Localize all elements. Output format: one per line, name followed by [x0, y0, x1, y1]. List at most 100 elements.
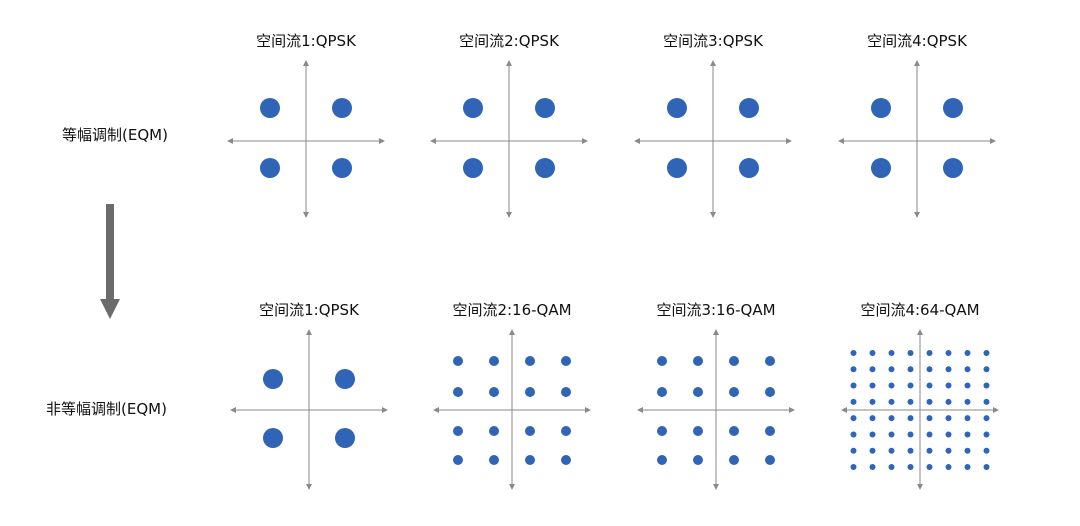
constellation-point-4-3	[888, 398, 895, 405]
constellation-point-1-2	[739, 98, 759, 118]
constellation-point-1-2	[332, 98, 352, 118]
constellation-point-2-4	[907, 366, 914, 373]
x-axis-arrow-right	[379, 138, 385, 144]
panel-title-r1-s2: 空间流2:QPSK	[459, 32, 559, 50]
constellation-point-4-4	[561, 455, 571, 465]
constellation-point-7-5	[926, 447, 933, 454]
constellation-point-3-4	[765, 426, 775, 436]
constellation-point-6-6	[945, 431, 952, 438]
constellation-point-1-1	[263, 369, 283, 389]
constellation-point-3-1	[657, 426, 667, 436]
constellation-point-3-3	[525, 426, 535, 436]
panel-title-r1-s1: 空间流1:QPSK	[256, 32, 356, 50]
constellation-point-4-2	[869, 398, 876, 405]
constellation-point-1-2	[943, 98, 963, 118]
constellation-point-3-6	[945, 382, 952, 389]
constellation-point-1-2	[693, 356, 703, 366]
constellation-point-5-5	[926, 415, 933, 422]
constellation-point-2-2	[693, 387, 703, 397]
constellation-point-8-5	[926, 464, 933, 471]
constellation-point-3-1	[850, 382, 857, 389]
constellation-point-5-3	[888, 415, 895, 422]
constellation-panel-r2-s4	[841, 329, 999, 490]
constellation-point-1-1	[657, 356, 667, 366]
constellation-point-1-2	[335, 369, 355, 389]
constellation-point-2-1	[667, 158, 687, 178]
x-axis-arrow-left	[637, 407, 643, 413]
y-axis-arrow-down	[509, 484, 515, 490]
constellation-panel-r2-s1	[230, 329, 388, 490]
constellation-point-3-4	[907, 382, 914, 389]
constellation-point-2-3	[888, 366, 895, 373]
y-axis-arrow-down	[506, 212, 512, 218]
y-axis-arrow-up	[917, 329, 923, 335]
constellation-point-2-4	[765, 387, 775, 397]
constellation-point-4-2	[693, 455, 703, 465]
panel-title-r1-s3: 空间流3:QPSK	[663, 32, 763, 50]
constellation-point-1-3	[525, 356, 535, 366]
constellation-point-6-2	[869, 431, 876, 438]
constellation-point-2-5	[926, 366, 933, 373]
constellation-point-5-1	[850, 415, 857, 422]
arrow-shaft	[106, 204, 114, 300]
y-axis-arrow-down	[713, 484, 719, 490]
constellation-point-2-1	[453, 387, 463, 397]
constellation-point-4-8	[983, 398, 990, 405]
constellation-point-2-4	[561, 387, 571, 397]
constellation-point-3-2	[489, 426, 499, 436]
constellation-point-2-2	[943, 158, 963, 178]
constellation-point-3-7	[964, 382, 971, 389]
x-axis-arrow-left	[634, 138, 640, 144]
constellation-point-1-2	[535, 98, 555, 118]
constellation-point-2-2	[489, 387, 499, 397]
x-axis-arrow-right	[789, 407, 795, 413]
x-axis-arrow-left	[227, 138, 233, 144]
constellation-point-5-7	[964, 415, 971, 422]
constellation-point-1-3	[888, 349, 895, 356]
y-axis-arrow-down	[710, 212, 716, 218]
constellation-point-2-2	[739, 158, 759, 178]
constellation-point-6-3	[888, 431, 895, 438]
x-axis-arrow-right	[786, 138, 792, 144]
panel-title-r2-s4: 空间流4:64-QAM	[860, 301, 980, 319]
constellation-point-5-8	[983, 415, 990, 422]
x-axis-arrow-left	[433, 407, 439, 413]
constellation-point-2-6	[945, 366, 952, 373]
constellation-panel-r1-s3	[634, 60, 792, 218]
constellation-point-1-1	[850, 349, 857, 356]
constellation-point-7-6	[945, 447, 952, 454]
constellation-point-8-8	[983, 464, 990, 471]
constellation-point-4-4	[765, 455, 775, 465]
constellation-panel-r2-s3	[637, 329, 795, 490]
constellation-point-8-2	[869, 464, 876, 471]
constellation-point-3-3	[729, 426, 739, 436]
constellation-point-3-2	[693, 426, 703, 436]
transition-arrow	[100, 204, 120, 319]
constellation-point-4-1	[453, 455, 463, 465]
y-axis-arrow-up	[506, 60, 512, 66]
constellation-point-2-1	[463, 158, 483, 178]
constellation-point-2-7	[964, 366, 971, 373]
constellation-panels	[227, 60, 999, 490]
constellation-point-2-1	[871, 158, 891, 178]
constellation-point-4-3	[729, 455, 739, 465]
constellation-point-2-1	[657, 387, 667, 397]
row-label-non-eqm: 非等幅调制(EQM)	[46, 400, 167, 418]
x-axis-arrow-left	[841, 407, 847, 413]
constellation-point-1-4	[765, 356, 775, 366]
y-axis-arrow-down	[917, 484, 923, 490]
constellation-point-8-1	[850, 464, 857, 471]
x-axis-arrow-left	[430, 138, 436, 144]
constellation-point-8-3	[888, 464, 895, 471]
arrow-head	[100, 299, 120, 319]
y-axis-arrow-up	[914, 60, 920, 66]
constellation-point-1-2	[869, 349, 876, 356]
constellation-panel-r1-s1	[227, 60, 385, 218]
constellation-point-7-4	[907, 447, 914, 454]
constellation-point-1-7	[964, 349, 971, 356]
constellation-point-7-1	[850, 447, 857, 454]
panel-title-r1-s4: 空间流4:QPSK	[867, 32, 967, 50]
constellation-point-2-2	[332, 158, 352, 178]
x-axis-arrow-right	[582, 138, 588, 144]
